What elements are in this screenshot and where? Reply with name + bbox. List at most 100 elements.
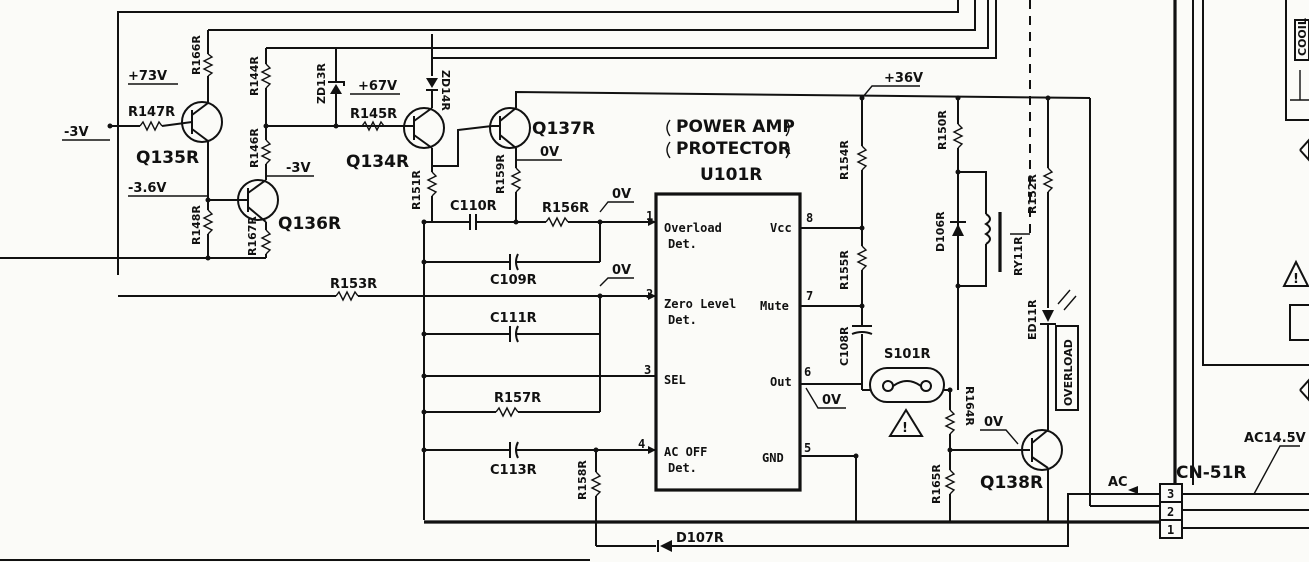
r153-label: R153R	[330, 277, 377, 292]
c110-label: C110R	[450, 199, 497, 214]
q134-stage: Q134R ZD14R R151R	[346, 58, 493, 222]
voltage-m36: -3.6V	[128, 181, 167, 196]
warning-triangle-switch	[888, 408, 924, 437]
d107-label: D107R	[676, 531, 724, 546]
voltage-0v-p1: 0V	[612, 187, 631, 202]
q136-label: Q136R	[278, 214, 341, 234]
voltage-m3-b: -3V	[286, 161, 311, 176]
ic-body	[654, 192, 802, 492]
q137-transistor-symbol	[489, 107, 531, 149]
voltage-m3-a: -3V	[64, 125, 89, 140]
r150-label: R150R	[936, 110, 949, 150]
top-bus-lines: COOIL !	[117, 0, 1309, 485]
s101r-switch: S101R !	[862, 347, 950, 437]
c111-label: C111R	[490, 311, 537, 326]
r164-label: R164R	[963, 386, 976, 426]
cn-pin-3: 3	[1167, 487, 1174, 501]
s101-label: S101R	[884, 347, 931, 362]
q134-label: Q134R	[346, 152, 409, 172]
pin8-number: 8	[806, 211, 813, 225]
pin6-number: 6	[804, 365, 811, 379]
c109-label: C109R	[490, 273, 537, 288]
zd14-label: ZD14R	[439, 70, 452, 111]
warning-triangle-right	[1282, 259, 1309, 287]
r155-label: R155R	[838, 250, 851, 290]
r148-label: R148R	[190, 205, 203, 245]
q136-stage: Q136R R146R -3V R167R	[208, 126, 341, 258]
c113-label: C113R	[490, 463, 537, 478]
r154-label: R154R	[838, 140, 851, 180]
pin1-number: 1	[646, 209, 653, 223]
connector-cn51r: 3 2 1 CN-51R AC14.5V AC	[1089, 98, 1309, 539]
warning-mark-right: !	[1293, 272, 1299, 287]
ic-u101r: Overload Det. Zero Level Det. SEL AC OFF…	[638, 192, 813, 492]
cn-pin-2: 2	[1167, 505, 1174, 519]
voltage-p67: +67V	[358, 79, 397, 94]
input-network: C110R R156R 0V C109R R153R 0V C111R	[118, 187, 656, 546]
pin8-name: Vcc	[770, 221, 792, 235]
overload-led-network: R152R ED11R OVERLOAD	[1026, 95, 1079, 430]
ic-ref-label: U101R	[700, 165, 762, 185]
ic-title-block: POWER AMP PROTECTOR U101R	[666, 117, 795, 185]
q134-bias-network: R144R ZD13R +67V R145R	[248, 48, 406, 132]
r165-label: R165R	[930, 464, 943, 504]
q134-transistor-symbol	[403, 107, 445, 149]
voltage-0v-out: 0V	[822, 393, 841, 408]
pin1-name: Overload	[664, 221, 722, 235]
pin5-number: 5	[804, 441, 811, 455]
q135-stage: R166R +73V Q135R -3V R147R R148R -3.6V	[0, 30, 266, 261]
voltage-ac: AC	[1108, 475, 1128, 490]
supply-network: +36V R154R R155R C108R 0V	[800, 71, 923, 409]
ic-title-line2: PROTECTOR	[676, 139, 791, 159]
pin7-name: Mute	[760, 299, 789, 313]
cn51-label: CN-51R	[1176, 463, 1247, 483]
d106-label: D106R	[934, 211, 947, 252]
q138-stage: R164R R165R 0V Q138R	[930, 386, 1063, 504]
r145-label: R145R	[350, 107, 397, 122]
warning-mark-switch: !	[902, 421, 908, 436]
r167-label: R167R	[246, 216, 259, 256]
voltage-0v-p2: 0V	[612, 263, 631, 278]
q135-label: Q135R	[136, 148, 199, 168]
overload-label: OVERLOAD	[1062, 339, 1075, 406]
ed11-label: ED11R	[1026, 299, 1039, 340]
r157-label: R157R	[494, 391, 541, 406]
pin4-name2: Det.	[668, 461, 697, 475]
r147-label: R147R	[128, 105, 175, 120]
q138-label: Q138R	[980, 473, 1043, 493]
voltage-p36: +36V	[884, 71, 923, 86]
pin2-name2: Det.	[668, 313, 697, 327]
q138-transistor-symbol	[1021, 429, 1063, 471]
voltage-ac145: AC14.5V	[1244, 431, 1306, 446]
r152-label: R152R	[1026, 174, 1039, 214]
voltage-0v-q137: 0V	[540, 145, 559, 160]
zd13-label: ZD13R	[315, 63, 328, 104]
ry11-label: RY11R	[1012, 236, 1025, 276]
cn-pin-1: 1	[1167, 523, 1174, 537]
r146-label: R146R	[248, 128, 261, 168]
pin5-name: GND	[762, 451, 784, 465]
pin6-name: Out	[770, 375, 792, 389]
pin4-name: AC OFF	[664, 445, 707, 459]
pin7-number: 7	[806, 289, 813, 303]
voltage-p73: +73V	[128, 69, 167, 84]
pin2-name: Zero Level	[664, 297, 736, 311]
q135-transistor-symbol	[181, 101, 223, 143]
pin1-name2: Det.	[668, 237, 697, 251]
pin3-number: 3	[644, 363, 651, 377]
r156-label: R156R	[542, 201, 589, 216]
voltage-0v-q138: 0V	[984, 415, 1003, 430]
q137-stage: Q137R R159R 0V	[489, 90, 1091, 222]
r158-label: R158R	[576, 460, 589, 500]
r151-label: R151R	[410, 170, 423, 210]
c108-label: C108R	[838, 326, 851, 366]
coil-label: COOIL	[1296, 18, 1309, 56]
ground-bus	[424, 453, 1160, 524]
r166-label: R166R	[190, 35, 203, 75]
ic-title-line1: POWER AMP	[676, 117, 795, 137]
relay-network: R150R D106R RY11R	[934, 95, 1030, 393]
d107-path: D107R	[596, 493, 1160, 552]
q137-label: Q137R	[532, 119, 595, 139]
